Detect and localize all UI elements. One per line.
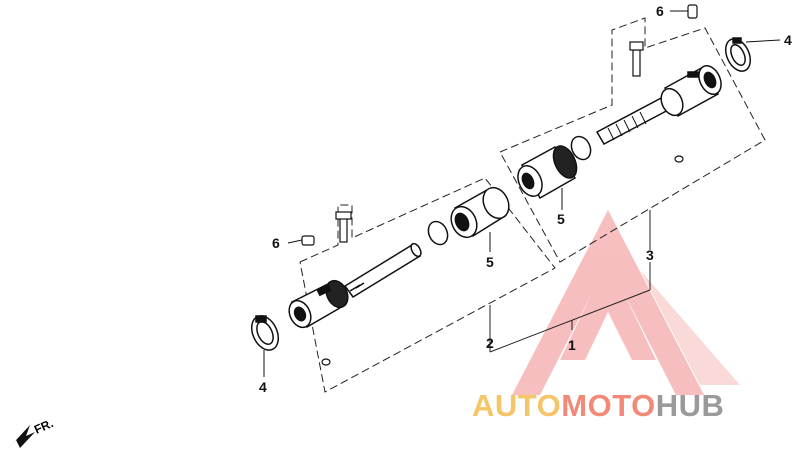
left-bolt (335, 211, 352, 243)
callout-leaders-small (263, 10, 781, 377)
watermark-hub: HUB (655, 388, 725, 423)
right-snap-ring (570, 135, 592, 161)
left-outer-joint (288, 279, 349, 329)
callout-5-right: 5 (557, 211, 565, 227)
right-bolt (629, 41, 644, 77)
right-assembly-dashed-box (499, 17, 766, 263)
callout-6-left: 6 (272, 235, 280, 251)
callout-3: 3 (646, 247, 654, 263)
right-boot-5 (517, 145, 578, 200)
left-shaft (343, 242, 422, 299)
callout-4-right: 4 (784, 32, 792, 48)
small-clips (321, 155, 684, 366)
callout-1: 1 (568, 337, 576, 353)
right-pin-6 (687, 4, 698, 19)
right-boot-clamp (724, 37, 752, 72)
right-splined-shaft (595, 95, 674, 145)
watermark-auto: AUTO (472, 388, 562, 423)
callout-6-right: 6 (656, 3, 664, 19)
left-boot-5 (450, 186, 510, 239)
watermark-wordmark: AUTOMOTOHUB (472, 388, 724, 424)
callout-2: 2 (486, 335, 494, 351)
callout-leader-lines (489, 210, 651, 353)
left-assembly-dashed-box (299, 177, 556, 393)
callout-5-left: 5 (486, 254, 494, 270)
left-snap-ring (427, 220, 449, 246)
right-inner-joint (660, 64, 722, 118)
left-pin-6 (301, 235, 315, 246)
left-boot-clamp (250, 315, 280, 351)
callout-4-left: 4 (259, 379, 267, 395)
fr-direction-arrow (5, 425, 35, 452)
watermark-moto: MOTO (561, 388, 656, 423)
watermark-triangle-logo (512, 210, 740, 395)
